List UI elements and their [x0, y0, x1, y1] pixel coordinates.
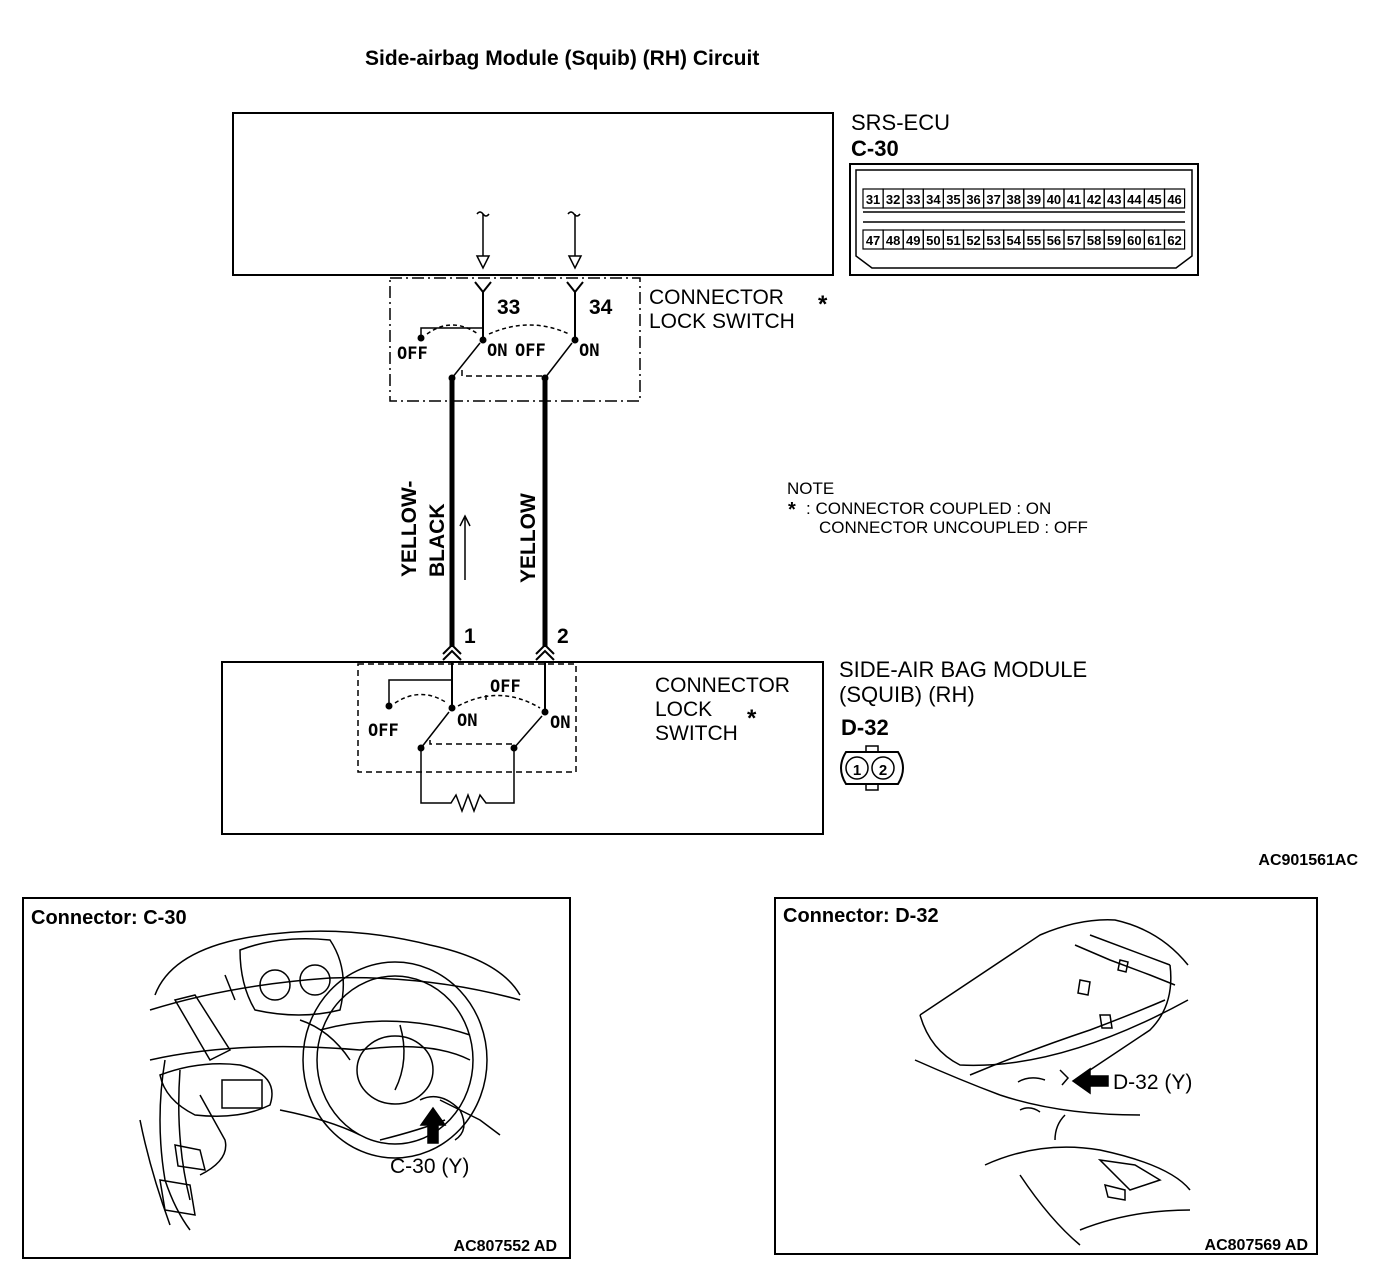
ecu-pin-row1-pin-label: 43 — [1107, 192, 1121, 207]
panel-d32-title: Connector: D-32 — [783, 905, 939, 927]
note-line-2: CONNECTOR UNCOUPLED : OFF — [819, 518, 1088, 537]
note-line-1: : CONNECTOR COUPLED : ON — [806, 499, 1051, 518]
dashboard-illustration — [139, 930, 521, 1231]
ecu-pin-row2-pin-label: 51 — [946, 233, 960, 248]
ecu-pin-row2-pin-label: 58 — [1087, 233, 1101, 248]
module-pin-2-label: 2 — [557, 625, 569, 648]
ecu-internal-leads — [475, 211, 583, 270]
module-pin-1-label: 1 — [464, 625, 476, 648]
panel-d32-code: AC807569 AD — [1205, 1237, 1308, 1254]
ecu-lock-switch-contacts — [417, 324, 579, 382]
ecu-pin-33-label: 33 — [497, 296, 520, 319]
ecu-pin-row2-pin-label: 62 — [1167, 233, 1181, 248]
panel-d32 — [774, 897, 1318, 1255]
module-connector-pin-1: 1 — [853, 762, 861, 779]
ecu-pin-row1-cell — [1163, 188, 1186, 209]
module-switch-on-left: ON — [457, 711, 477, 731]
ecu-pin-row2-pin-label: 55 — [1027, 233, 1041, 248]
panel-c30-title: Connector: C-30 — [31, 907, 187, 929]
ecu-switch-on-right: ON — [579, 341, 599, 361]
wire1-color-label-1: YELLOW- — [398, 481, 421, 577]
module-lock-star: * — [747, 705, 757, 732]
ecu-pin-row1-pin-label: 41 — [1067, 192, 1081, 207]
module-lock-switch-box — [357, 663, 577, 773]
ecu-switch-off-right: OFF — [515, 341, 546, 361]
module-connector-face — [840, 745, 904, 791]
ecu-pin-row2-pin-label: 56 — [1047, 233, 1061, 248]
ecu-pin-row2-pin-label: 54 — [1007, 233, 1022, 248]
module-lock-label-1: CONNECTOR — [655, 674, 790, 697]
ecu-lock-switch-label-1: CONNECTOR — [649, 286, 784, 309]
ecu-pin-row1-pin-label: 36 — [966, 192, 980, 207]
panel-c30 — [22, 897, 571, 1259]
ecu-pin-row1-pin-label: 35 — [946, 192, 960, 207]
ecu-pin-row2-pin-label: 50 — [926, 233, 940, 248]
module-switch-on-right: ON — [550, 713, 570, 733]
ecu-pin-row2-pin-label: 52 — [966, 233, 980, 248]
ecu-pin-row1-pin-label: 42 — [1087, 192, 1101, 207]
wire2-color-label: YELLOW — [517, 493, 540, 583]
ecu-pin-row2-pin-label: 59 — [1107, 233, 1121, 248]
seat-illustration — [914, 919, 1191, 1246]
ecu-pin-row2-pin-label: 61 — [1147, 233, 1161, 248]
ecu-pin-row1-pin-label: 34 — [926, 192, 941, 207]
ecu-pin-row2-pin-label: 53 — [986, 233, 1000, 248]
ecu-pin-row1-pin-label: 32 — [886, 192, 900, 207]
ecu-pin-row1-pin-label: 39 — [1027, 192, 1041, 207]
ecu-connector-id: C-30 — [851, 136, 899, 161]
module-connector-pin-2: 2 — [879, 762, 887, 779]
ecu-lock-switch-star: * — [818, 291, 828, 318]
ecu-pin-row1-pin-label: 40 — [1047, 192, 1061, 207]
ecu-pin-row2-pin-label: 47 — [866, 233, 880, 248]
module-pin-terminals — [442, 643, 555, 661]
panel-c30-code: AC807552 AD — [454, 1238, 557, 1255]
panel-d32-callout: D-32 (Y) — [1113, 1071, 1192, 1094]
ecu-pin-row2-cell — [1163, 229, 1186, 250]
ecu-pin-row1-pin-label: 31 — [866, 192, 880, 207]
srs-ecu-label: SRS-ECU — [851, 110, 950, 135]
module-lock-label-2: LOCK — [655, 698, 712, 721]
ecu-pin-row2-pin-label: 48 — [886, 233, 900, 248]
module-lock-switch-contacts — [385, 662, 549, 814]
ecu-pin-row1-pin-label: 37 — [986, 192, 1000, 207]
diagram-title: Side-airbag Module (Squib) (RH) Circuit — [365, 47, 759, 70]
module-lock-label-3: SWITCH — [655, 722, 738, 745]
d32-location-arrow — [1071, 1067, 1109, 1095]
ecu-pin-row1-pin-label: 38 — [1007, 192, 1021, 207]
ecu-pin-row1-pin-label: 44 — [1127, 192, 1142, 207]
ecu-pin-terminals — [474, 281, 584, 340]
ecu-pin-row2-pin-label: 57 — [1067, 233, 1081, 248]
module-switch-off-right: OFF — [490, 677, 521, 697]
ecu-lock-switch-label-2: LOCK SWITCH — [649, 310, 795, 333]
module-name-1: SIDE-AIR BAG MODULE — [839, 657, 1087, 682]
side-airbag-module-box — [221, 661, 824, 835]
diagram-code: AC901561AC — [1258, 852, 1358, 869]
note-heading: NOTE — [787, 479, 834, 498]
c30-location-arrow — [419, 1106, 447, 1144]
ecu-connector-face: 31 32 33 34 35 36 37 38 39 40 41 42 43 44 45 46 47 48 49 5… — [849, 163, 1199, 276]
ecu-pin-row1-pin-label: 45 — [1147, 192, 1161, 207]
ecu-pin-row1-pin-label: 46 — [1167, 192, 1181, 207]
ecu-pin-34-label: 34 — [589, 296, 613, 319]
ecu-pin-row2-pin-label: 49 — [906, 233, 920, 248]
ecu-switch-off-left: OFF — [397, 344, 428, 364]
ecu-lock-switch-box — [389, 277, 641, 402]
module-name-2: (SQUIB) (RH) — [839, 682, 975, 707]
srs-ecu-box — [232, 112, 834, 276]
module-connector-id: D-32 — [841, 715, 889, 740]
wire1-color-label-2: BLACK — [426, 504, 449, 578]
panel-c30-callout: C-30 (Y) — [390, 1155, 469, 1178]
current-direction-arrow — [459, 514, 471, 580]
module-switch-off-left: OFF — [368, 721, 399, 741]
ecu-switch-on-left: ON — [487, 341, 507, 361]
note-star: * — [788, 499, 796, 521]
ecu-pin-row1-pin-label: 33 — [906, 192, 920, 207]
ecu-pin-row2-pin-label: 60 — [1127, 233, 1141, 248]
